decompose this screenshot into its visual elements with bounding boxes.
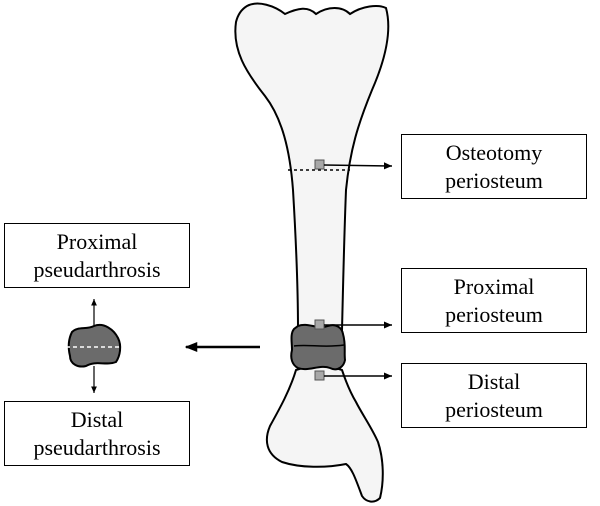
pseudarthrosis-junction-line	[293, 344, 345, 347]
label-line: pseudarthrosis	[33, 434, 161, 460]
proximal-periosteum-label: Proximal periosteum	[401, 268, 587, 333]
pseudarthrosis-tissue	[290, 323, 347, 371]
proximal-sample-marker	[314, 319, 325, 330]
distal-pseudarthrosis-label: Distal pseudarthrosis	[4, 401, 190, 466]
label-line: periosteum	[445, 301, 543, 327]
label-line: Proximal	[453, 273, 535, 299]
label-line: Distal	[467, 368, 521, 394]
osteotomy-sample-marker	[314, 159, 325, 170]
proximal-pseudarthrosis-label: Proximal pseudarthrosis	[4, 223, 190, 288]
label-line: Distal	[70, 406, 124, 432]
label-line: Osteotomy	[445, 139, 543, 165]
label-line: periosteum	[445, 396, 543, 422]
label-line: Proximal	[56, 228, 138, 254]
osteotomy-arrow	[323, 162, 393, 170]
label-line: periosteum	[445, 167, 543, 193]
distal-periosteum-label: Distal periosteum	[401, 363, 587, 428]
proximal-bone-segment	[234, 2, 390, 331]
distal-bone-segment	[265, 365, 384, 503]
label-line: pseudarthrosis	[33, 256, 161, 282]
distal-sample-marker	[314, 370, 325, 381]
pseudarthrosis-specimen	[67, 324, 122, 368]
osteotomy-periosteum-label: Osteotomy periosteum	[401, 134, 587, 199]
